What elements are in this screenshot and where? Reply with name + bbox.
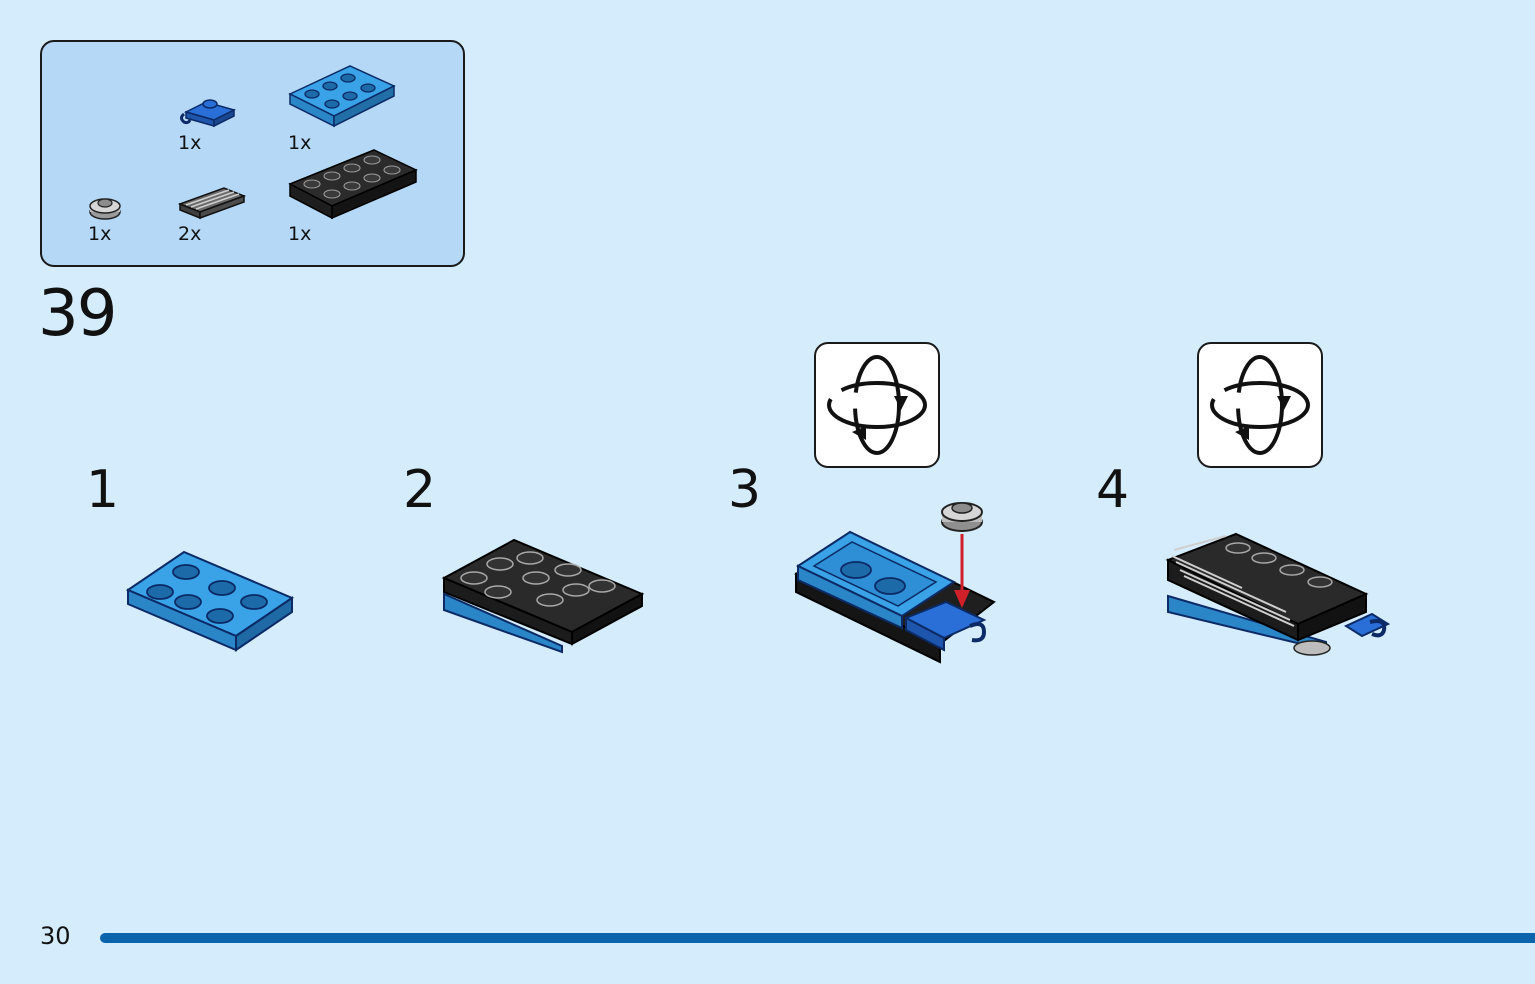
part-blue-plate-2x3 <box>288 60 396 130</box>
progress-bar <box>100 933 1535 943</box>
blue-clip-plate-icon <box>180 99 237 128</box>
substep-1-model <box>125 542 296 658</box>
substep-2-model <box>441 534 648 658</box>
part-blue-clip-plate <box>178 90 238 130</box>
substep-3-model <box>794 490 998 670</box>
substep-number: 2 <box>403 460 437 520</box>
rotate-model-icon <box>827 355 927 455</box>
part-quantity: 1x <box>178 132 202 154</box>
substep-number: 3 <box>728 460 762 520</box>
substep-4-model <box>1165 530 1394 664</box>
progress-bar-fill <box>100 933 1535 943</box>
part-quantity: 1x <box>88 223 112 245</box>
arrow-down-icon <box>954 590 970 608</box>
substep-number: 1 <box>86 460 120 520</box>
flipped-assembly-model <box>794 502 996 664</box>
rotate-model-box <box>1197 342 1323 468</box>
part-grille-tile <box>177 182 248 222</box>
rotate-model-icon <box>1210 355 1310 455</box>
page-number: 30 <box>40 922 71 950</box>
part-black-plate-2x4 <box>288 146 418 222</box>
parts-list-box: 1x 1x 1x <box>40 40 465 267</box>
round-plate-icon <box>89 198 121 220</box>
substep-number: 4 <box>1096 460 1130 520</box>
part-gray-round-plate <box>88 194 122 222</box>
blue-plate-model <box>125 550 295 652</box>
part-quantity: 1x <box>288 132 312 154</box>
grille-assembly-model <box>1165 532 1391 656</box>
blue-plate-icon <box>288 65 396 128</box>
part-quantity: 2x <box>178 223 202 245</box>
part-quantity: 1x <box>288 223 312 245</box>
rotate-model-box <box>814 342 940 468</box>
black-plate-model <box>441 538 645 654</box>
step-number: 39 <box>38 277 117 351</box>
black-plate-icon <box>288 149 418 220</box>
grille-tile-icon <box>177 187 247 220</box>
